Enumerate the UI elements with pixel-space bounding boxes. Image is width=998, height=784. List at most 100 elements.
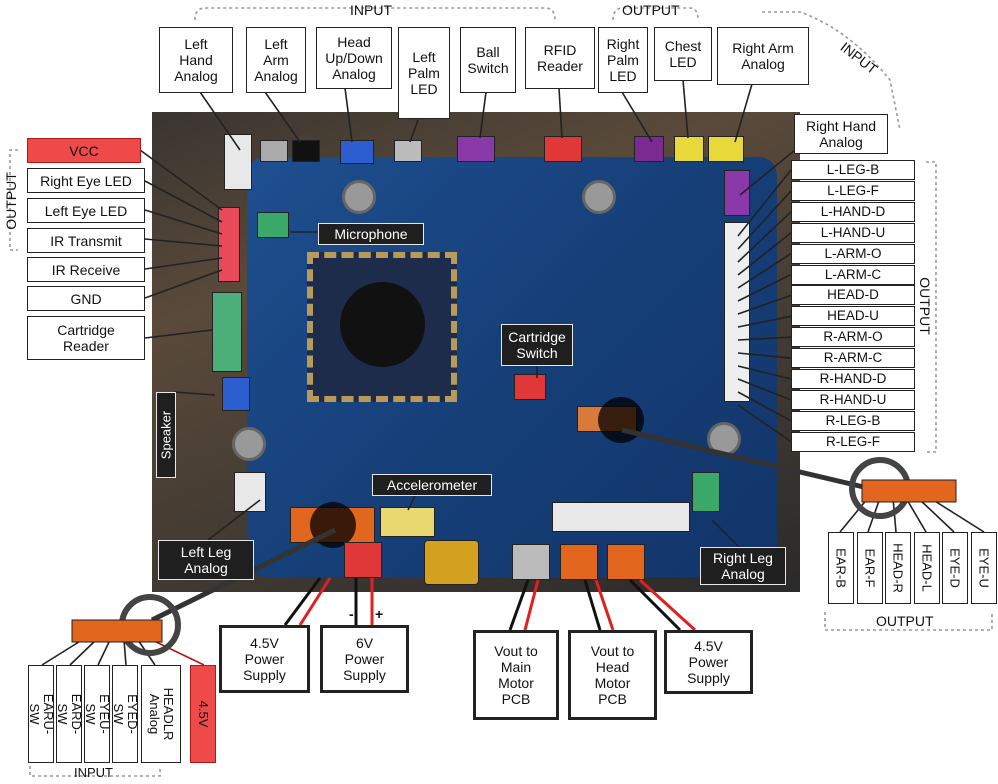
label-minus: - [349, 606, 354, 622]
pcb-photo [152, 112, 800, 592]
screw-bottom-left [232, 427, 266, 461]
conn-6v [344, 542, 382, 578]
label-lc-pin-5: 4.5V [190, 665, 216, 763]
label-right-eye-led: Right Eye LED [27, 168, 145, 193]
label-cartridge-reader: Cartridge Reader [27, 316, 145, 360]
group-output-bottom-right: OUTPUT [876, 613, 934, 629]
group-output-top: OUTPUT [622, 2, 680, 18]
conn-white-long [552, 502, 690, 532]
label-vout-head: Vout to Head Motor PCB [568, 630, 657, 720]
label-speaker-text: Speaker [159, 411, 174, 459]
label-pin-l-arm-c: L-ARM-C [791, 265, 915, 285]
label-left-arm-analog: Left Arm Analog [246, 27, 306, 93]
conn-cartridge [212, 292, 242, 372]
label-supply-45-right: 4.5V Power Supply [664, 630, 753, 694]
conn-cart-switch [514, 374, 546, 400]
capacitor-yellow [424, 540, 479, 585]
label-pin-head-d: HEAD-D [791, 285, 915, 305]
label-lc-pin-text: EARU-SW [27, 694, 55, 734]
label-pin-r-hand-d: R-HAND-D [791, 369, 915, 389]
label-rc-pin-text: EAR-F [862, 549, 877, 588]
conn-out-orange2 [607, 544, 645, 580]
label-supply-45-left: 4.5V Power Supply [219, 625, 310, 693]
label-plus: + [375, 606, 383, 622]
conn-right-palm [634, 136, 664, 162]
label-head-updown-analog: Head Up/Down Analog [316, 27, 392, 89]
group-input-bottom-left: INPUT [74, 765, 113, 780]
label-left-hand-analog: Left Hand Analog [159, 27, 233, 93]
label-pin-head-u: HEAD-U [791, 306, 915, 326]
group-output-left: OUTPUT [3, 172, 19, 230]
conn-accel [380, 507, 435, 537]
conn-left-hand [224, 134, 252, 190]
label-rc-pin-ear-b: EAR-B [828, 532, 854, 604]
label-pin-r-hand-u: R-HAND-U [791, 390, 915, 410]
label-rc-pin-text: EAR-B [834, 548, 849, 588]
chip-blob [340, 282, 425, 367]
label-pin-l-leg-b: L-LEG-B [791, 160, 915, 180]
label-pin-r-leg-f: R-LEG-F [791, 432, 915, 452]
label-rc-pin-ear-f: EAR-F [857, 532, 883, 604]
label-lc-pin-4: HEADLR Analog [141, 665, 181, 763]
label-lc-pin-text: 4.5V [196, 701, 210, 728]
label-pin-l-leg-f: L-LEG-F [791, 181, 915, 201]
label-ir-transmit: IR Transmit [27, 228, 145, 253]
label-left-palm-led: Left Palm LED [398, 27, 450, 119]
label-accelerometer: Accelerometer [372, 474, 492, 496]
label-microphone: Microphone [318, 223, 424, 245]
conn-left-arm-gray [260, 140, 288, 162]
label-pin-r-leg-b: R-LEG-B [791, 411, 915, 431]
right-connector-shadow [598, 397, 644, 443]
label-chest-led: Chest LED [654, 27, 712, 81]
label-lc-pin-3: EYED-SW [112, 665, 138, 763]
label-ir-receive: IR Receive [27, 257, 145, 282]
label-rc-pin-head-r: HEAD-R [885, 532, 911, 604]
label-right-arm-analog: Right Arm Analog [717, 27, 809, 85]
label-rfid-reader: RFID Reader [525, 27, 595, 89]
conn-out-orange1 [560, 544, 598, 580]
label-speaker: Speaker [156, 392, 176, 478]
label-pin-l-hand-d: L-HAND-D [791, 202, 915, 222]
label-right-palm-led: Right Palm LED [598, 27, 648, 93]
label-lc-pin-text: EYEU-SW [83, 694, 111, 734]
conn-right-leg [692, 472, 720, 512]
label-rc-pin-text: HEAD-L [919, 544, 934, 592]
label-rc-pin-eye-d: EYE-D [942, 532, 968, 604]
group-input-top: INPUT [350, 2, 392, 18]
group-output-right: OUTPUT [917, 277, 933, 335]
label-pin-r-arm-c: R-ARM-C [791, 348, 915, 368]
label-right-hand-analog: Right Hand Analog [794, 114, 888, 154]
group-input-right: INPUT [838, 39, 881, 77]
label-pin-r-arm-o: R-ARM-O [791, 327, 915, 347]
conn-speaker [222, 377, 250, 411]
conn-head-blue [340, 140, 374, 164]
label-pin-l-hand-u: L-HAND-U [791, 223, 915, 243]
conn-right-hand [724, 170, 750, 216]
conn-right-header [724, 222, 750, 402]
conn-left-leg [234, 472, 266, 512]
label-rc-pin-eye-u: EYE-U [971, 532, 997, 604]
label-pin-l-arm-o: L-ARM-O [791, 244, 915, 264]
label-vcc: VCC [27, 138, 141, 163]
label-lc-pin-2: EYEU-SW [84, 665, 110, 763]
screw-bottom-right [707, 422, 741, 456]
label-rc-pin-text: EYE-U [976, 548, 991, 588]
conn-left-red [218, 207, 240, 282]
label-lc-pin-text: EYED-SW [111, 694, 139, 734]
label-ball-switch: Ball Switch [460, 27, 516, 93]
label-lc-pin-text: HEADLR Analog [147, 688, 175, 741]
label-lc-pin-0: EARU-SW [28, 665, 54, 763]
conn-out-gray [512, 544, 550, 580]
conn-ball-switch [457, 136, 495, 162]
conn-left-arm-black [292, 140, 320, 162]
label-lc-pin-text: EARD-SW [55, 694, 83, 734]
label-supply-6v: 6V Power Supply [320, 625, 409, 693]
label-rc-pin-text: EYE-D [948, 548, 963, 588]
screw-top [342, 180, 376, 214]
label-right-leg-analog: Right Leg Analog [700, 547, 786, 585]
conn-mic [257, 212, 289, 238]
label-left-eye-led: Left Eye LED [27, 198, 145, 223]
screw-top-right [582, 180, 616, 214]
conn-chest [674, 136, 704, 162]
conn-left-palm [394, 140, 422, 162]
